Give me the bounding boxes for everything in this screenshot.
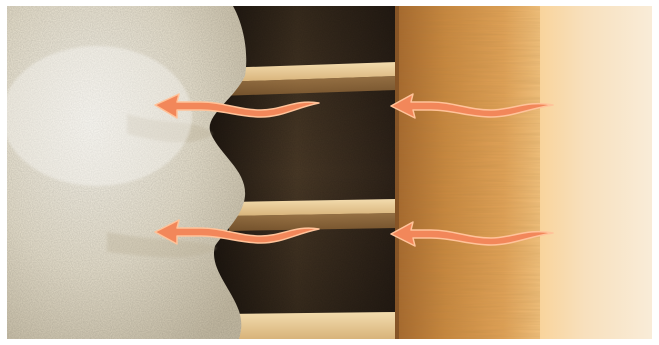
wall-illustration bbox=[7, 6, 652, 339]
insulation-batt bbox=[7, 6, 246, 339]
exterior-light bbox=[540, 6, 652, 339]
image-frame bbox=[7, 6, 652, 339]
